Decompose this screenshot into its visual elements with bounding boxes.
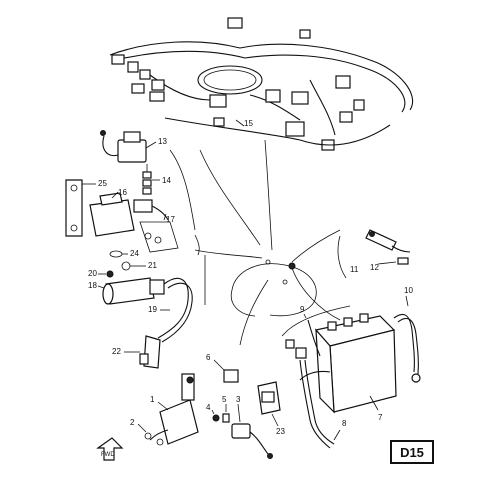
svg-text:24: 24 (130, 249, 139, 258)
collar-21 (121, 261, 146, 271)
svg-text:18: 18 (88, 281, 97, 290)
callout-10: 10 (404, 286, 413, 295)
svg-text:FWD: FWD (101, 452, 115, 458)
switch-assembly (149, 373, 199, 445)
svg-text:10: 10 (404, 286, 413, 295)
svg-text:8: 8 (342, 419, 347, 428)
svg-text:5: 5 (222, 395, 227, 404)
svg-text:15: 15 (244, 119, 253, 128)
connector-plug-12 (377, 257, 409, 265)
svg-text:21: 21 (148, 261, 157, 270)
callout-20: 20 (88, 269, 97, 278)
svg-text:13: 13 (158, 137, 167, 146)
callout-1: 1 (150, 395, 155, 404)
ignitor-unit (89, 191, 169, 237)
svg-text:22: 22 (112, 347, 121, 356)
svg-text:1: 1 (150, 395, 155, 404)
flasher-relay-3 (231, 403, 273, 459)
ignition-coil (97, 277, 165, 305)
callout-5: 5 (222, 395, 227, 404)
diagram-code-label: D15 (390, 440, 434, 464)
svg-text:3: 3 (236, 395, 241, 404)
callout-12: 12 (370, 263, 379, 272)
relay-6 (213, 359, 239, 383)
callout-4: 4 (206, 403, 211, 412)
callout-25: 25 (98, 179, 107, 188)
callout-6: 6 (206, 353, 211, 362)
callout-9: 9 (300, 305, 305, 314)
svg-text:2: 2 (130, 418, 135, 427)
callout-24: 24 (130, 249, 139, 258)
assembly-leader-lines (169, 139, 341, 346)
callout-14: 14 (162, 176, 171, 185)
svg-text:7: 7 (378, 413, 383, 422)
screws-2 (137, 423, 164, 446)
svg-text:19: 19 (148, 305, 157, 314)
callout-17: 17 (166, 215, 175, 224)
svg-text:20: 20 (88, 269, 97, 278)
svg-text:11: 11 (350, 265, 359, 274)
callout-11: 11 (350, 265, 359, 274)
fuse-box (257, 381, 281, 427)
svg-text:6: 6 (206, 353, 211, 362)
relay-mount-bolts (142, 164, 160, 195)
callout-7: 7 (378, 413, 383, 422)
front-direction-marker: FWD (96, 437, 124, 461)
svg-text:16: 16 (118, 188, 127, 197)
svg-text:14: 14 (162, 176, 171, 185)
callout-15: 15 (244, 119, 253, 128)
callout-21: 21 (148, 261, 157, 270)
callout-23: 23 (276, 427, 285, 436)
frame-mount-reference (230, 259, 317, 317)
svg-text:17: 17 (166, 215, 175, 224)
callout-8: 8 (342, 419, 347, 428)
connector-lead (337, 229, 411, 279)
nut-20 (98, 270, 114, 278)
battery (314, 313, 397, 414)
callout-19: 19 (148, 305, 157, 314)
battery-positive-lead (393, 295, 421, 383)
bolt-4 (211, 409, 220, 422)
callout-3: 3 (236, 395, 241, 404)
small-bolts-17 (139, 213, 179, 253)
battery-negative-lead (299, 313, 331, 381)
svg-text:9: 9 (300, 305, 305, 314)
svg-text:25: 25 (98, 179, 107, 188)
bolt-5 (222, 404, 230, 423)
svg-text:4: 4 (206, 403, 211, 412)
svg-text:12: 12 (370, 263, 379, 272)
washer-24 (109, 250, 128, 258)
mounting-bracket (65, 179, 96, 237)
wire-harness (109, 17, 414, 151)
callout-22: 22 (112, 347, 121, 356)
callout-2: 2 (130, 418, 135, 427)
high-tension-cord (157, 277, 193, 343)
callout-16: 16 (118, 188, 127, 197)
callout-18: 18 (88, 281, 97, 290)
callout-13: 13 (158, 137, 167, 146)
spark-plug-cap (124, 335, 161, 369)
starter-relay (100, 130, 157, 163)
svg-text:23: 23 (276, 427, 285, 436)
battery-frame-bracket (281, 305, 351, 349)
